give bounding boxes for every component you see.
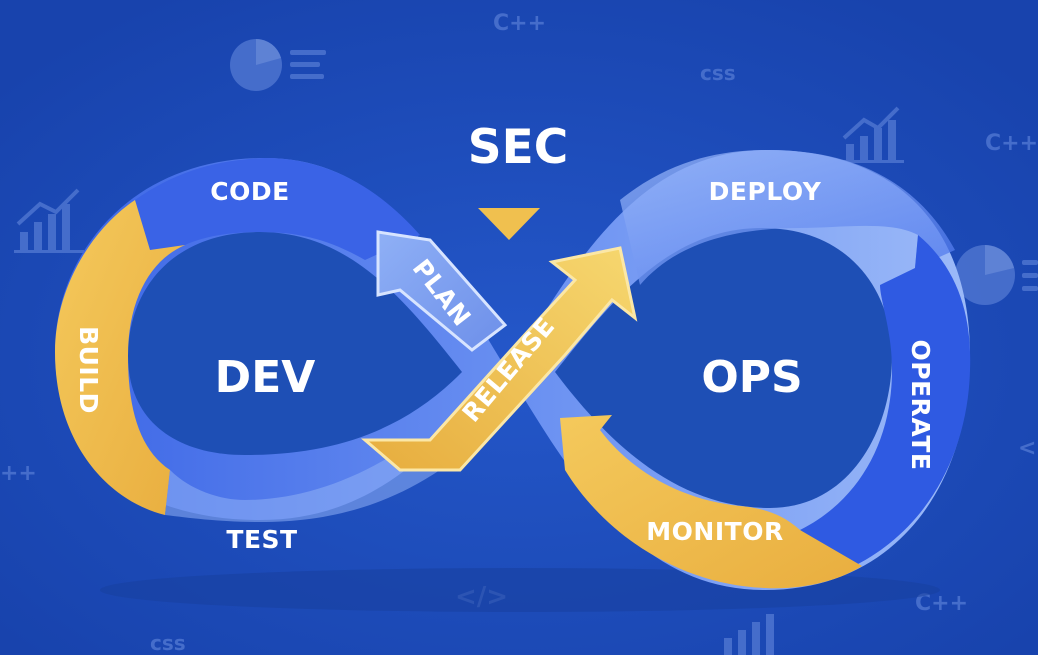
test-segment xyxy=(165,440,440,522)
monitor-segment xyxy=(560,415,862,589)
cpp-text: C++ xyxy=(985,131,1038,156)
cpp-text: C++ xyxy=(493,11,546,36)
ops-loop-hole xyxy=(555,228,892,508)
operate-segment xyxy=(800,235,971,568)
stage-label-operate: OPERATE xyxy=(906,340,935,471)
infinity-loop xyxy=(55,150,970,590)
stage-label-monitor: MONITOR xyxy=(646,517,783,546)
bar-chart-icon xyxy=(840,106,904,163)
bar-chart-icon xyxy=(724,614,774,655)
sec-marker-triangle xyxy=(478,208,540,240)
cpp-text: ++ xyxy=(0,461,37,486)
pie-chart-icon xyxy=(955,245,1038,305)
build-segment xyxy=(55,200,185,515)
pie-chart-icon xyxy=(230,39,326,91)
sec-title: SEC xyxy=(468,120,568,175)
css-text: css xyxy=(150,631,186,655)
stage-label-test: TEST xyxy=(226,525,297,554)
stage-label-code: CODE xyxy=(210,177,289,206)
deploy-segment xyxy=(620,150,955,285)
plan-segment xyxy=(376,230,508,352)
code-segment xyxy=(135,158,420,260)
ops-label: OPS xyxy=(701,352,802,403)
stage-label-deploy: DEPLOY xyxy=(709,177,822,206)
dev-label: DEV xyxy=(215,352,316,403)
stage-label-build: BUILD xyxy=(74,326,103,414)
bar-chart-icon xyxy=(14,188,84,253)
code-tag-text: < xyxy=(1018,436,1036,461)
release-segment xyxy=(360,246,638,472)
css-text: css xyxy=(700,61,736,85)
